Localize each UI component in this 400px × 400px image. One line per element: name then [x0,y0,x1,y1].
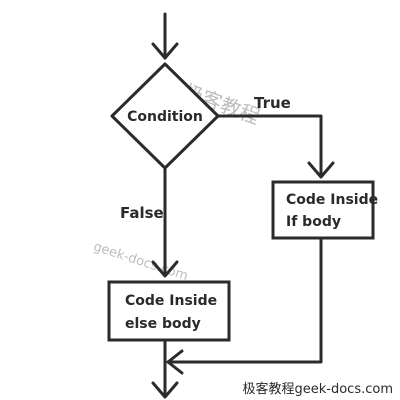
true-branch-arrow [216,114,335,179]
merge-arrow [166,236,323,375]
false-branch-arrow [151,166,179,278]
if-body-line1: Code Inside [286,192,378,208]
if-body-box [271,180,375,240]
watermark-url: geek-docs.com [91,239,189,284]
footer-watermark: 极客教程geek-docs.com [243,381,394,397]
else-body-box [107,280,231,342]
exit-arrow [151,338,179,399]
condition-label: Condition [127,109,203,125]
else-body-line2: else body [125,316,201,332]
if-body-line2: If body [286,214,341,230]
false-label: False [120,204,164,222]
entry-arrow [151,12,179,60]
true-label: True [254,94,291,112]
else-body-line1: Code Inside [125,293,217,309]
